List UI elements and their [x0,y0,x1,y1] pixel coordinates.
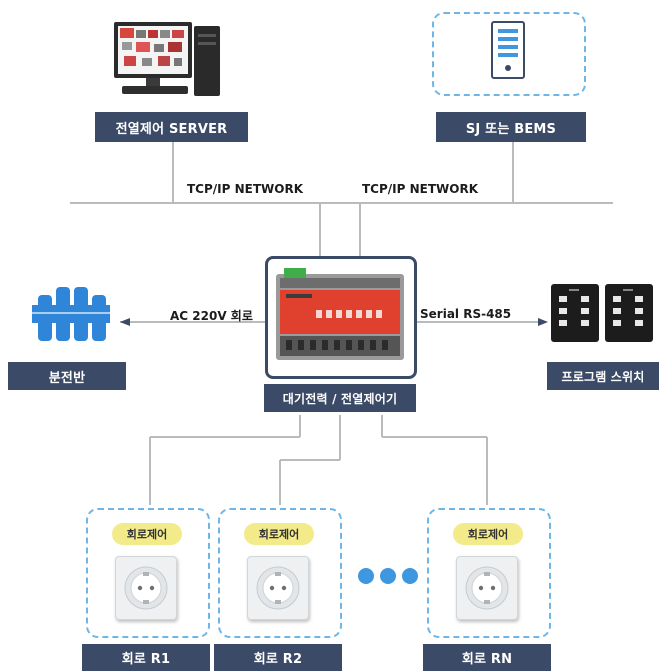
controller-label: 대기전력 / 전열제어기 [264,384,416,412]
circuit-r2-frame [218,508,342,638]
controller-device-icon [274,264,406,368]
circuit-r1-label: 회로 R1 [82,644,210,671]
ac-circuit-label: AC 220V 회로 [170,309,253,323]
circuit-r2-label: 회로 R2 [214,644,342,671]
network-label-left: TCP/IP NETWORK [187,182,304,196]
panel-arrow-icon [120,318,130,326]
server-computer-icon [108,18,228,100]
ellipsis-dot-3 [402,568,418,584]
serial-label: Serial RS-485 [420,307,512,321]
circuit-r1-frame [86,508,210,638]
server-tower-icon [488,20,528,80]
network-label-right: TCP/IP NETWORK [362,182,479,196]
circuit-rn-frame [427,508,551,638]
circuit-r2-tag: 회로제어 [244,523,314,545]
circuit-rn-tag: 회로제어 [453,523,523,545]
switch-arrow-icon [538,318,548,326]
socket-r2-icon [247,556,309,620]
ellipsis-dot-1 [358,568,374,584]
panel-label: 분전반 [8,362,126,390]
ellipsis-dot-2 [380,568,396,584]
switch-label: 프로그램 스위치 [547,362,659,390]
socket-r1-icon [115,556,177,620]
server-label: 전열제어 SERVER [95,112,248,142]
bems-label: SJ 또는 BEMS [436,112,586,142]
circuit-rn-label: 회로 RN [423,644,551,671]
circuit-r1-tag: 회로제어 [112,523,182,545]
socket-rn-icon [456,556,518,620]
program-switch-icon [549,282,655,344]
distribution-panel-icon [30,283,112,345]
bems-dashed-frame [432,12,586,96]
